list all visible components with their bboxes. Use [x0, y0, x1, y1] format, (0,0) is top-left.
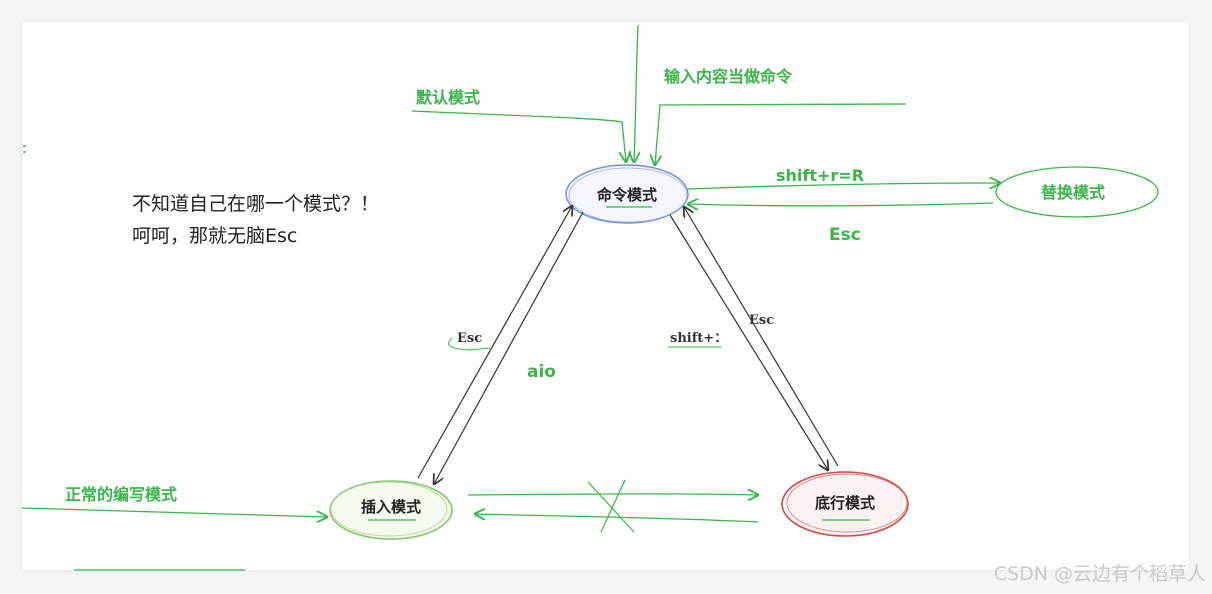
note-line-2: 呵呵，那就无脑Esc	[132, 225, 298, 247]
command-mode-node[interactable]	[565, 164, 689, 224]
insert-to-command-arrow	[417, 206, 572, 479]
insert-mode-node[interactable]	[329, 480, 453, 540]
note-line-1: 不知道自己在哪一个模式？！	[132, 193, 380, 215]
shift-r-label: shift+r=R	[776, 166, 864, 185]
bottom-mode-label: 底行模式	[815, 494, 875, 512]
edge-mark	[23, 145, 26, 153]
input-command-line-b	[655, 103, 907, 165]
esc-bottom-label: Esc	[749, 313, 774, 328]
command-node-sketch	[568, 167, 688, 223]
esc-replace-label: Esc	[829, 225, 861, 245]
cross-out-a	[587, 481, 635, 533]
esc-insert-label: Esc	[457, 331, 482, 346]
default-mode-arrow	[411, 110, 626, 162]
watermark: CSDN @云边有个稻草人	[993, 563, 1206, 585]
normal-edit-label: 正常的编写模式	[65, 485, 177, 504]
note-text: 不知道自己在哪一个模式？！ 呵呵，那就无脑Esc	[132, 188, 379, 252]
bottom-to-insert-arrow	[475, 514, 759, 523]
input-command-line-a	[634, 24, 638, 162]
command-mode-label: 命令模式	[596, 186, 657, 204]
command-to-bottom-arrow	[669, 214, 828, 470]
bottom-node-sketch	[786, 473, 908, 533]
insert-to-bottom-arrow	[467, 494, 758, 495]
from-replace-arrow	[688, 203, 994, 206]
insert-mode-label: 插入模式	[361, 498, 421, 516]
aio-label: aio	[527, 362, 556, 382]
bottom-to-command-arrow	[684, 207, 839, 467]
command-to-insert-arrow	[434, 211, 584, 484]
default-mode-label: 默认模式	[416, 88, 480, 107]
normal-edit-arrow	[21, 507, 327, 517]
input-command-label: 输入内容当做命令	[664, 67, 793, 86]
shift-colon-label: shift+：	[670, 331, 727, 346]
diagram-card	[22, 22, 1189, 570]
bottom-mode-node[interactable]	[781, 471, 909, 537]
cross-out-b	[600, 479, 626, 533]
esc-insert-circle	[448, 337, 491, 351]
to-replace-arrow	[687, 183, 1000, 190]
insert-node-sketch	[330, 481, 448, 537]
replace-mode-node[interactable]	[995, 166, 1159, 218]
replace-mode-label: 替换模式	[1041, 183, 1105, 202]
